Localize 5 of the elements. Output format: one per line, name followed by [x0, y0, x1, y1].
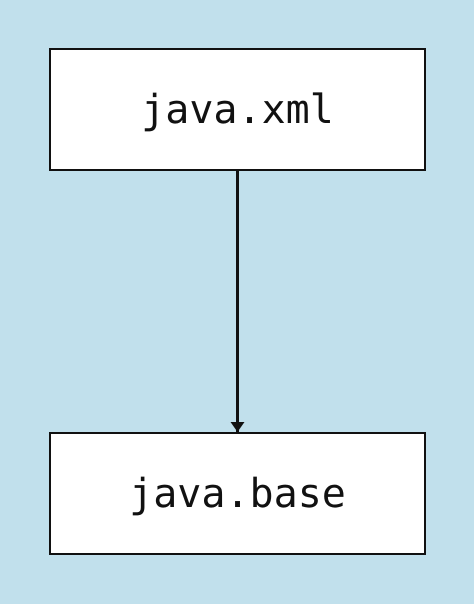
arrow [230, 171, 244, 432]
module-box [49, 48, 426, 171]
module-name: java.xml [141, 86, 334, 132]
module-name: java.base [129, 470, 346, 516]
module-box [49, 432, 426, 555]
